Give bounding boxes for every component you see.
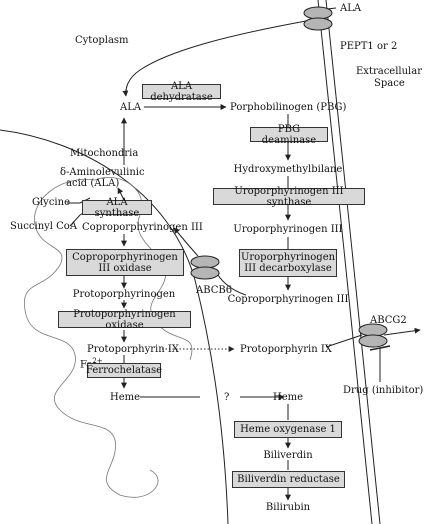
metabolite-heme-cyto: Heme [272,392,304,403]
label-ala-out: ALA [340,3,362,14]
enzyme-pbg-deaminase: PBG deaminase [250,124,328,146]
cell-membrane-inner [317,0,373,524]
enzyme-ala-dehydratase: ALA dehydratase [142,81,221,103]
metabolite-protoporphyrinogen: Protoporphyrinogen [72,289,176,300]
enzyme-uro3-synthase: Uroporphyrinogen III synthase [213,186,365,208]
metabolite-biliverdin: Biliverdin [263,450,313,461]
label-abcg2: ABCG2 [370,315,407,326]
label-pept: PEPT1 or 2 [340,41,398,52]
metabolite-copro3-mito: Coproporphyrinogen III [82,222,203,233]
metabolite-pbg: Porphobilinogen (PBG) [230,102,347,113]
metabolite-hmb: Hydroxymethylbilane [233,164,343,175]
enzyme-heme-oxygenase: Heme oxygenase 1 [234,421,342,438]
pept-transporter-icon [303,6,333,31]
enzyme-protoporphyrinogen-oxidase: Protoporphyrinogen oxidase [58,309,191,331]
cell-membrane-outer [325,0,381,524]
enzyme-biliverdin-reductase: Biliverdin reductase [232,471,345,488]
label-mitochondria: Mitochondria [70,148,139,159]
metabolite-heme-mito: Heme [110,392,141,403]
metabolite-bilirubin: Bilirubin [265,502,311,513]
metabolite-ppix-cyto: Protoporphyrin IX [240,344,332,355]
metabolite-uro3: Uroporphyrinogen III [233,224,343,235]
metabolite-glycine: Glycine [32,197,70,208]
label-abcb6: ABCB6 [196,285,233,296]
metabolite-ppix-mito: Protoporphyrin IX [87,344,179,355]
enzyme-ferrochelatase: Ferrochelatase [85,363,163,378]
metabolite-copro3-cyto: Coproporphyrinogen III [227,294,349,305]
arrow-pept-to-ala [122,20,307,97]
label-drug-inhibitor: Drug (inhibitor) [343,385,424,396]
label-extracellular-1: Extracellular [356,66,422,77]
metabolite-aminolevulinic-2: acid (ALA) [66,178,120,189]
metabolite-succinyl-coa: Succinyl CoA [10,221,78,232]
enzyme-copro3-oxidase: Coproporphyrinogen III oxidase [66,249,184,276]
metabolite-ala: ALA [120,102,142,113]
label-question-mark: ? [224,392,230,403]
mitochondria-membrane [0,129,229,524]
metabolite-fe: Fe2+ [80,357,103,370]
label-extracellular-2: Space [374,78,405,89]
enzyme-uro3-decarboxylase: Uroporphyrinogen III decarboxylase [239,249,337,277]
enzyme-ala-synthase: ALA synthase [82,197,152,219]
label-cytoplasm: Cytoplasm [75,35,129,46]
metabolite-aminolevulinic-1: δ-Aminolevulinic [60,167,145,178]
abcb6-transporter-icon [190,255,220,280]
abcg2-transporter-icon [358,323,388,348]
